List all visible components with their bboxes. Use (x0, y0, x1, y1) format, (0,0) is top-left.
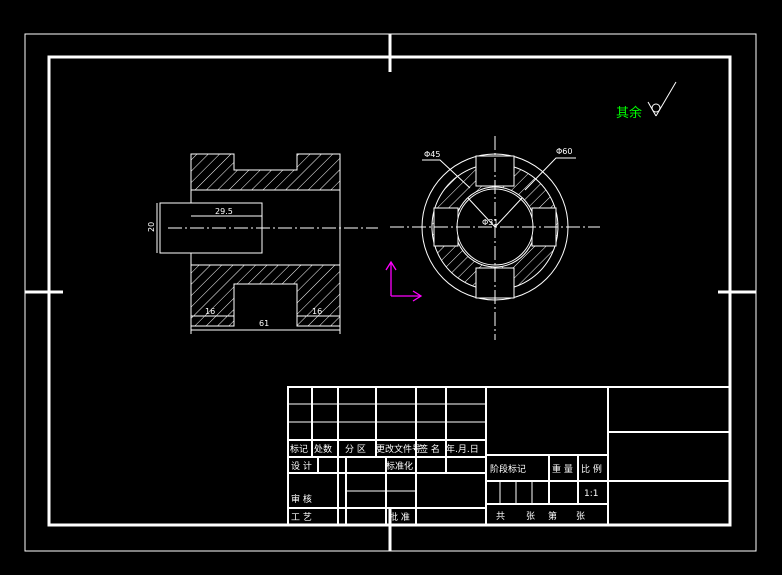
title-block (287, 386, 731, 526)
dim-phi60-text: Φ60 (556, 147, 572, 156)
tb-weight: 重 量 (552, 463, 573, 475)
dim-center-text: Φ31 (482, 218, 498, 227)
section-view: 29.5 20 16 16 61 (147, 153, 378, 334)
dim-center-leader-b (494, 197, 523, 228)
dim-total-length-text: 61 (259, 319, 269, 328)
dim-bore-length-text: 29.5 (215, 207, 233, 216)
roughness-note: 其余 (616, 81, 677, 121)
end-view (390, 136, 600, 340)
tb-col-mark: 标记 (290, 443, 308, 455)
tb-sheets-zhang2: 张 (576, 511, 585, 522)
tb-design: 设 计 (291, 460, 312, 472)
tb-ratio: 比 例 (581, 463, 602, 475)
tb-sheets-zhang1: 张 (526, 511, 535, 522)
dim-center-leader-a (467, 197, 496, 228)
tb-col-date: 年.月.日 (446, 443, 479, 455)
dim-left-shoulder-text: 16 (205, 307, 215, 316)
tb-review: 审 核 (291, 493, 312, 505)
tb-col-docno: 更改文件号 (376, 443, 421, 455)
tb-sheets-total: 共 (496, 511, 505, 522)
tb-col-zone: 分 区 (345, 444, 366, 455)
dim-bottom-lines (190, 315, 341, 334)
dim-phi60-leader (524, 157, 576, 191)
dim-bore-diameter-text: 20 (147, 222, 156, 232)
title-block-labels: 标记 处数 分 区 更改文件号 签 名 年.月.日 设 计 标准化 审 核 工 … (290, 443, 602, 523)
tb-sheets-di: 第 (548, 510, 557, 522)
tb-standardize: 标准化 (386, 460, 413, 472)
section-top-wall (190, 153, 341, 191)
dim-phi45-leader (422, 159, 471, 189)
end-view-hatched-ring (431, 163, 559, 291)
tb-col-sign: 签 名 (419, 443, 440, 455)
ucs-axis-icon (385, 260, 423, 302)
tb-approve: 批 准 (389, 511, 410, 523)
tb-stage-mark: 阶段标记 (490, 463, 526, 475)
dim-right-shoulder-text: 16 (312, 307, 322, 316)
roughness-note-text: 其余 (616, 105, 642, 121)
centering-marks (25, 34, 756, 551)
tb-process: 工 艺 (291, 512, 312, 523)
tb-scale-value: 1:1 (584, 489, 598, 499)
roughness-symbol-icon (647, 81, 677, 117)
section-bottom-wall (190, 264, 341, 327)
tb-col-count: 处数 (314, 443, 332, 455)
dim-phi45-text: Φ45 (424, 150, 440, 159)
